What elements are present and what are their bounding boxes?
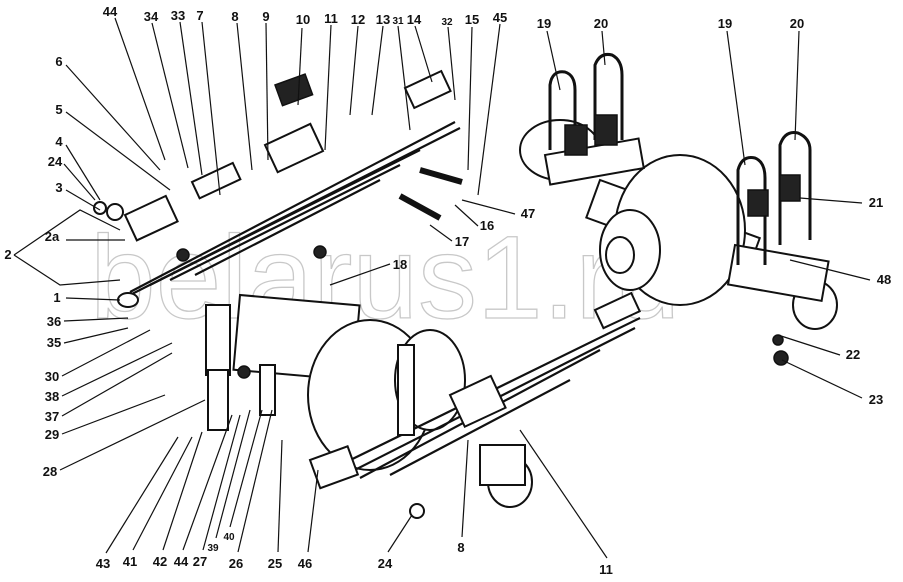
- label-21: 21: [869, 195, 883, 210]
- label-1: 1: [53, 290, 60, 305]
- label-8: 8: [231, 9, 238, 24]
- label-12: 12: [351, 12, 365, 27]
- label-43: 43: [96, 556, 110, 571]
- label-16: 16: [480, 218, 494, 233]
- u-bolts-rear: [548, 53, 812, 366]
- label-17: 17: [455, 234, 469, 249]
- label-42: 42: [153, 554, 167, 569]
- label-26: 26: [229, 556, 243, 571]
- label-24: 24: [48, 154, 63, 169]
- label-36: 36: [47, 314, 61, 329]
- label-19b: 19: [718, 16, 732, 31]
- label-45: 45: [493, 10, 507, 25]
- label-44b: 44: [174, 554, 189, 569]
- label-6: 6: [55, 54, 62, 69]
- label-2: 2: [4, 247, 11, 262]
- label-15: 15: [465, 12, 479, 27]
- label-20: 20: [594, 16, 608, 31]
- leaf-spring-lower: [308, 291, 642, 519]
- label-28: 28: [43, 464, 57, 479]
- label-41: 41: [123, 554, 137, 569]
- label-9: 9: [262, 9, 269, 24]
- leaf-spring-upper: [93, 69, 463, 308]
- label-47: 47: [521, 206, 535, 221]
- label-22: 22: [846, 347, 860, 362]
- label-11: 11: [324, 11, 338, 26]
- label-32: 32: [441, 17, 453, 28]
- label-29: 29: [45, 427, 59, 442]
- label-44: 44: [103, 4, 118, 19]
- label-11b: 11: [599, 562, 613, 577]
- label-13: 13: [376, 12, 390, 27]
- label-8b: 8: [457, 540, 464, 555]
- label-34: 34: [144, 9, 159, 24]
- label-10: 10: [296, 12, 310, 27]
- label-18: 18: [393, 257, 407, 272]
- label-5: 5: [55, 102, 62, 117]
- label-40: 40: [223, 532, 235, 543]
- label-35: 35: [47, 335, 61, 350]
- label-3: 3: [55, 180, 62, 195]
- label-25: 25: [268, 556, 282, 571]
- label-24b: 24: [378, 556, 393, 571]
- label-37: 37: [45, 409, 59, 424]
- label-46: 46: [298, 556, 312, 571]
- label-31: 31: [392, 16, 404, 27]
- label-30: 30: [45, 369, 59, 384]
- label-2a: 2a: [45, 229, 60, 244]
- part-labels: 44 34 33 7 8 9 10 11 12 13 31 14 32 15 4…: [4, 4, 891, 577]
- label-38: 38: [45, 389, 59, 404]
- label-19: 19: [537, 16, 551, 31]
- label-48: 48: [877, 272, 891, 287]
- label-14: 14: [407, 12, 422, 27]
- label-39: 39: [207, 543, 219, 554]
- label-7: 7: [196, 8, 203, 23]
- label-23: 23: [869, 392, 883, 407]
- rear-axle-housing: [519, 119, 838, 330]
- label-33: 33: [171, 8, 185, 23]
- leader-lines: [13, 17, 871, 559]
- shock-absorbers: [205, 304, 415, 436]
- label-20b: 20: [790, 16, 804, 31]
- label-4: 4: [55, 134, 63, 149]
- label-27: 27: [193, 554, 207, 569]
